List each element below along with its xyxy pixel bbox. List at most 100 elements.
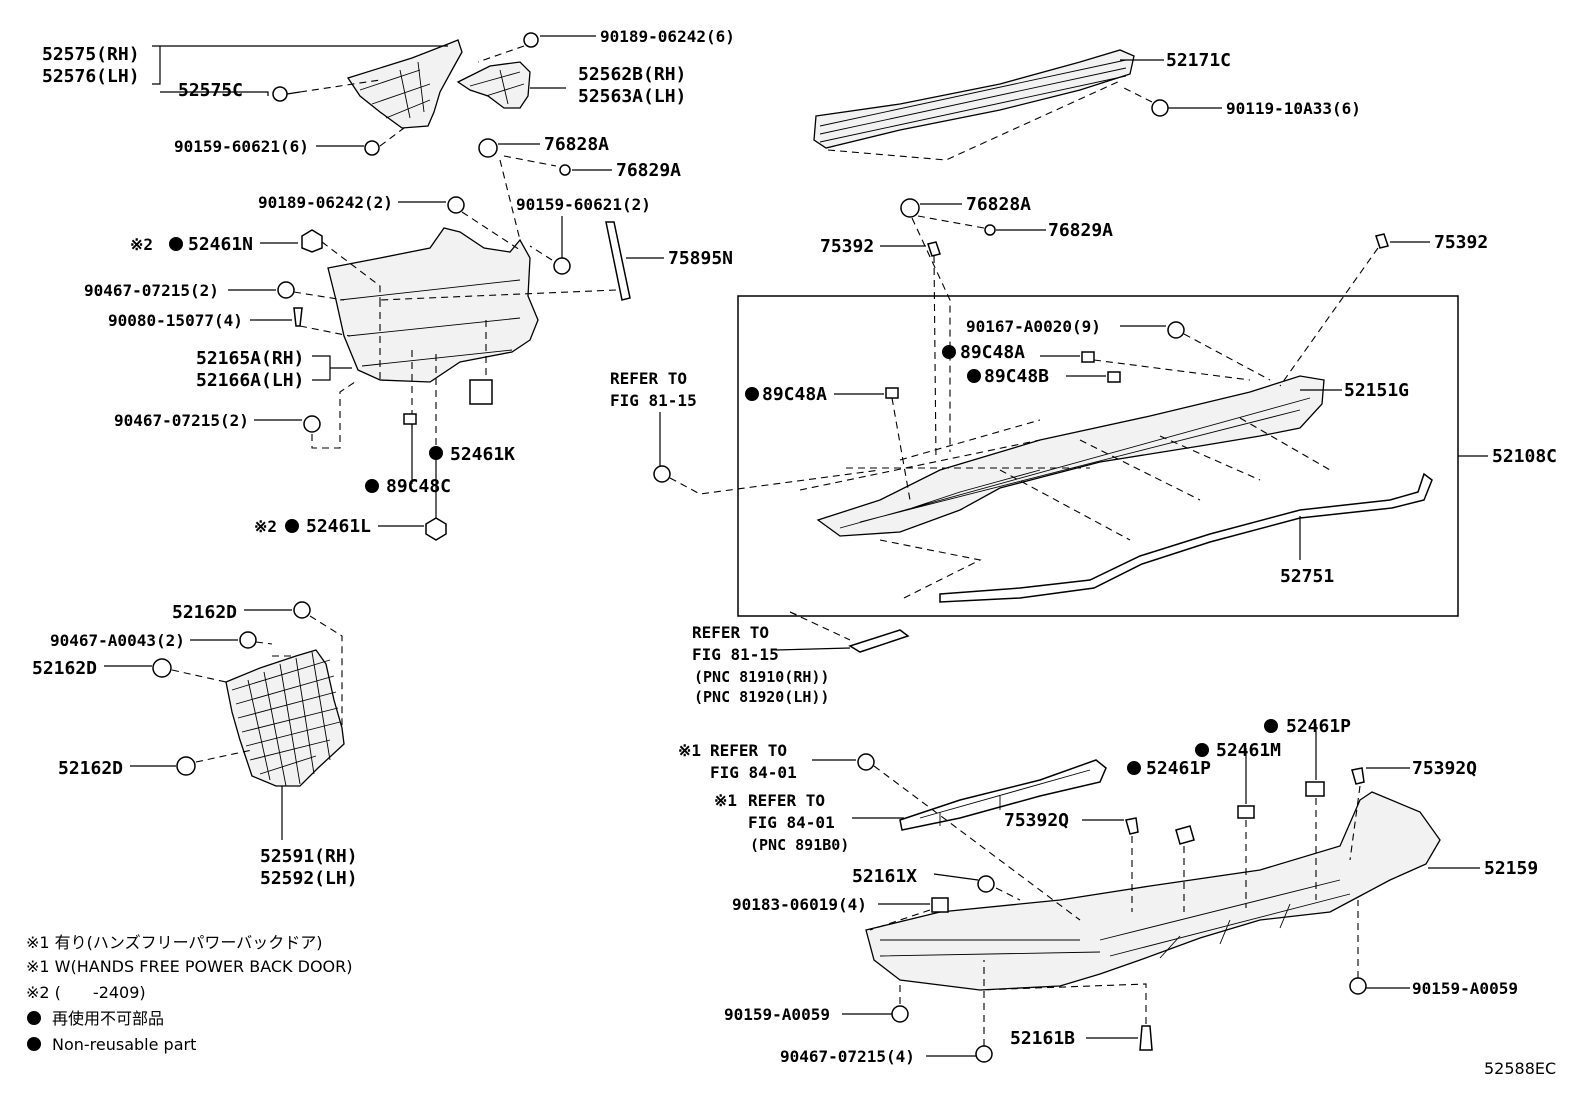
- label-75392-right: 75392: [1434, 232, 1488, 253]
- bolt-90119-10A33: [1151, 99, 1169, 117]
- refer-4-line-1: REFER TO: [748, 791, 825, 810]
- label-52592: 52592(LH): [260, 868, 358, 889]
- diagram-code: 52588EC: [1484, 1059, 1556, 1078]
- quarter-panel-group: [169, 138, 664, 541]
- refer-3-line-2: FIG 84-01: [710, 763, 797, 782]
- screw-52575C: [272, 86, 288, 102]
- labels: 52575(RH) 52576(LH) 52575C 90159-60621(6…: [32, 27, 1557, 1066]
- reinforcement-group: [813, 49, 1222, 161]
- label-52151G: 52151G: [1344, 380, 1409, 401]
- label-52461P-a: 52461P: [1286, 716, 1351, 737]
- note-line-1: ※1 有り(ハンズフリーパワーバックドア): [26, 933, 323, 952]
- clip-52162D-c: [176, 756, 196, 776]
- clip-52161B: [1139, 1025, 1153, 1051]
- label-90159-A0059-r: 90159-A0059: [1412, 979, 1518, 998]
- clip-90467-07215-4: [975, 1045, 993, 1063]
- legend-notes: ※1 有り(ハンズフリーパワーバックドア) ※1 W(HANDS FREE PO…: [26, 933, 353, 1054]
- label-52161X: 52161X: [852, 866, 917, 887]
- label-89C48A-a: 89C48A: [960, 342, 1025, 363]
- nut-90189-06242-6: [523, 32, 539, 48]
- bolt-90159-A0059-l: [891, 1005, 909, 1023]
- bolt-90159-60621-6: [364, 140, 380, 156]
- pad-52461K: [469, 379, 493, 405]
- label-52166A: 52166A(LH): [196, 370, 304, 391]
- clip-52162D-a: [293, 601, 311, 619]
- non-reusable-dot-icon: [27, 1011, 41, 1025]
- label-52563A: 52563A(LH): [578, 86, 686, 107]
- label-90167-A0020: 90167-A0020(9): [966, 317, 1101, 336]
- note-line-5: Non-reusable part: [52, 1035, 196, 1054]
- label-90183-06019: 90183-06019(4): [732, 895, 867, 914]
- label-90467-A0043: 90467-A0043(2): [50, 631, 185, 650]
- label-90467-07215-2b: 90467-07215(2): [114, 411, 249, 430]
- note-line-3: ※2 ( -2409): [26, 983, 146, 1002]
- label-52162D-b: 52162D: [32, 658, 97, 679]
- refer-4-mark: ※1: [714, 791, 737, 810]
- reinforcement-52171C-shape: [813, 49, 1135, 149]
- lower-bumper-group: [812, 719, 1480, 1063]
- refer-2-line-2: FIG 81-15: [692, 645, 779, 664]
- refer-2-line-1: REFER TO: [692, 623, 769, 642]
- pad-52461P-b: [1305, 781, 1325, 797]
- label-90467-07215-4: 90467-07215(4): [780, 1047, 915, 1066]
- label-76828A-left: 76828A: [544, 134, 609, 155]
- grommet-76828A-right: [900, 198, 920, 218]
- label-52159: 52159: [1484, 858, 1538, 879]
- label-90159-60621-2: 90159-60621(2): [516, 195, 651, 214]
- nut-90467-A0043: [239, 631, 257, 649]
- mark2-a: ※2: [130, 235, 153, 254]
- trim-52751-shape: [939, 472, 1433, 603]
- label-76829A-left: 76829A: [616, 160, 681, 181]
- label-76828A-right: 76828A: [966, 194, 1031, 215]
- clip-52162D-b: [152, 658, 172, 678]
- reflector-shape: [848, 629, 910, 653]
- label-52461L: 52461L: [306, 516, 371, 537]
- refer-3-line-1: REFER TO: [710, 741, 787, 760]
- label-52461N: 52461N: [188, 234, 253, 255]
- label-52161B: 52161B: [1010, 1028, 1075, 1049]
- label-90159-60621-6: 90159-60621(6): [174, 137, 309, 156]
- refer-1-line-2: FIG 81-15: [610, 391, 697, 410]
- label-90467-07215-2a: 90467-07215(2): [84, 281, 219, 300]
- clip-75392Q-a: [1351, 767, 1365, 785]
- refer-3-mark: ※1: [678, 741, 701, 760]
- label-52751: 52751: [1280, 566, 1334, 587]
- label-75392Q-a: 75392Q: [1412, 758, 1477, 779]
- grommet-group-center: [880, 198, 1430, 461]
- label-52165A: 52165A(RH): [196, 348, 304, 369]
- label-52171C: 52171C: [1166, 50, 1231, 71]
- mudguard-group: [104, 601, 345, 840]
- bracket-52575-shape: [346, 39, 463, 129]
- refer-4-line-3: (PNC 891B0): [750, 836, 849, 854]
- label-75895N: 75895N: [668, 248, 733, 269]
- screw-90167-A0020: [1167, 321, 1185, 339]
- label-90189-06242-6: 90189-06242(6): [600, 27, 735, 46]
- cap-76829A-left: [559, 164, 571, 176]
- label-75392-left: 75392: [820, 236, 874, 257]
- bolt-90159-60621-2: [553, 257, 571, 275]
- label-76829A-right: 76829A: [1048, 220, 1113, 241]
- label-52461K: 52461K: [450, 444, 515, 465]
- label-52575C: 52575C: [178, 80, 243, 101]
- label-90119-10A33: 90119-10A33(6): [1226, 99, 1361, 118]
- label-75392Q-b: 75392Q: [1004, 810, 1069, 831]
- label-52591: 52591(RH): [260, 846, 358, 867]
- label-89C48B: 89C48B: [984, 366, 1049, 387]
- refer-2-line-4: (PNC 81920(LH)): [694, 688, 829, 706]
- bumper-52159-shape: [865, 791, 1441, 991]
- grommet-76828A-left: [478, 138, 498, 158]
- panel-52165A-shape: [327, 227, 539, 383]
- nut-90189-06242-2: [447, 196, 465, 214]
- label-52576: 52576(LH): [42, 66, 140, 87]
- bolt-90159-A0059-r: [1349, 977, 1367, 995]
- label-52562B: 52562B(RH): [578, 64, 686, 85]
- strip-75895N: [605, 221, 631, 301]
- clip-89C48C: [403, 413, 417, 425]
- refer-1-line-1: REFER TO: [610, 369, 687, 388]
- refer-group-2: [775, 611, 910, 653]
- bracket-group-upper-left: [152, 32, 596, 156]
- clip-refer-84-01: [857, 753, 875, 771]
- label-90080-15077: 90080-15077(4): [108, 311, 243, 330]
- clip-75392-right: [1375, 233, 1389, 249]
